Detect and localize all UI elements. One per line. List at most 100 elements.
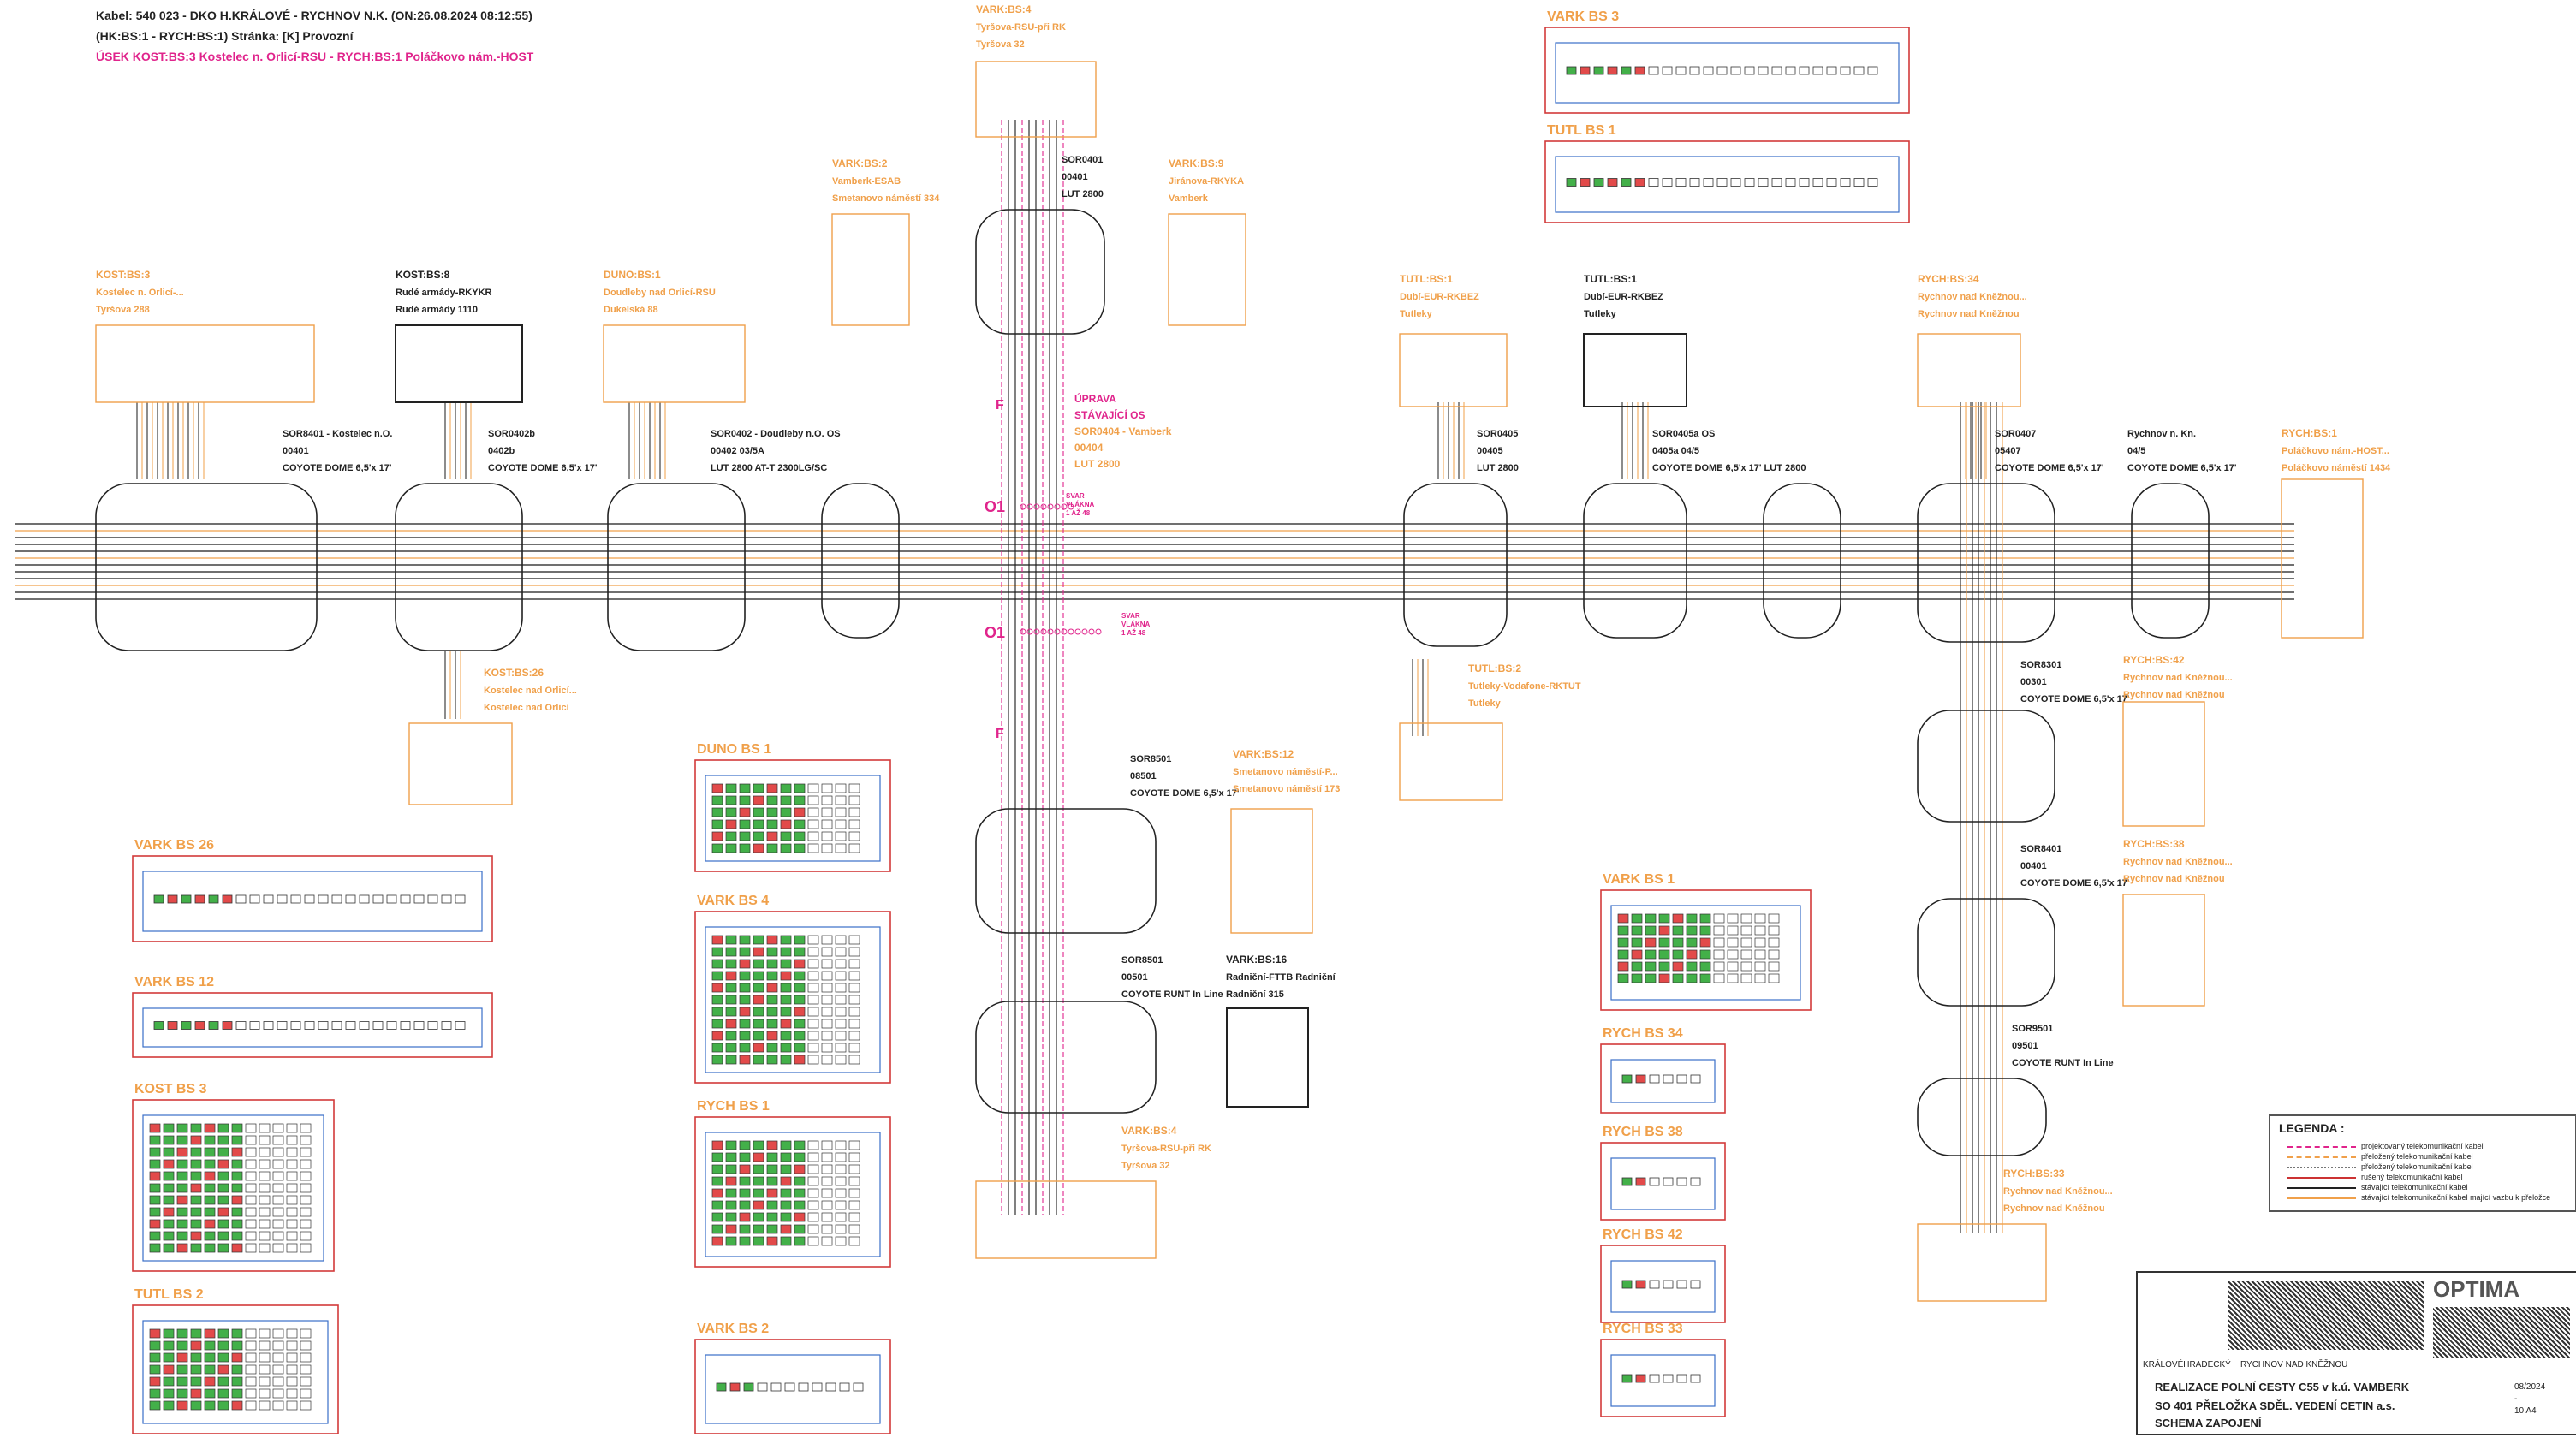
panel-port — [753, 947, 764, 957]
closure-type: COYOTE DOME 6,5'x 17' — [1995, 463, 2104, 473]
panel-port — [1768, 949, 1780, 960]
splice-dot — [1033, 628, 1040, 635]
panel-port — [835, 1212, 847, 1222]
panel-port — [794, 1140, 806, 1150]
panel-port — [766, 819, 778, 829]
panel-port — [739, 959, 751, 969]
closure-id: 00405 — [1477, 446, 1503, 456]
panel-port — [821, 947, 833, 957]
panel-port — [807, 1140, 819, 1150]
site-box — [1168, 213, 1246, 326]
panel-port — [835, 843, 847, 853]
splice-dot — [1054, 503, 1061, 510]
panel-port — [176, 1328, 188, 1339]
panel-port — [1645, 961, 1657, 972]
panel-port — [794, 983, 806, 993]
panel-port — [272, 1123, 284, 1133]
panel-port — [780, 1188, 792, 1198]
panel-port — [1645, 925, 1657, 936]
panel-port — [167, 894, 178, 904]
panel-port — [711, 947, 723, 957]
panel-port — [286, 1243, 298, 1253]
panel-port — [176, 1219, 188, 1229]
site-name: Doudleby nad Orlicí-RSU — [604, 288, 716, 298]
closure-name: SOR0402b — [488, 429, 535, 439]
panel-port — [821, 959, 833, 969]
panel-port — [1649, 1074, 1660, 1084]
site-box — [2122, 894, 2205, 1007]
panel-port — [766, 783, 778, 793]
panel-port — [848, 1019, 860, 1029]
panel-port — [286, 1376, 298, 1387]
panel-port — [272, 1207, 284, 1217]
panel-port — [821, 995, 833, 1005]
site-address: Kostelec nad Orlicí — [484, 703, 570, 713]
panel-title: VARK BS 1 — [1603, 872, 1675, 887]
panel-port — [217, 1171, 229, 1181]
panel-port — [286, 1135, 298, 1145]
panel-port — [217, 1243, 229, 1253]
panel-port — [386, 1021, 397, 1030]
panel-port — [163, 1159, 175, 1169]
legend-item: přeložený telekomunikační kabel — [2287, 1152, 2473, 1161]
panel-port — [835, 1152, 847, 1162]
panel-port — [725, 1031, 737, 1041]
panel-port — [711, 935, 723, 945]
panel-port — [204, 1123, 216, 1133]
panel-port — [725, 947, 737, 957]
panel-port — [739, 1152, 751, 1162]
panel-port — [1645, 937, 1657, 948]
panel-title: DUNO BS 1 — [697, 742, 771, 757]
panel-port — [794, 807, 806, 817]
panel-port — [204, 1376, 216, 1387]
site-name: Tyršova-RSU-při RK — [976, 22, 1066, 33]
panel-port — [835, 1007, 847, 1017]
panel-port — [780, 843, 792, 853]
panel-port — [1648, 178, 1659, 187]
panel-port — [848, 995, 860, 1005]
panel-port — [1621, 1074, 1633, 1084]
closure-name: SOR0405a OS — [1652, 429, 1715, 439]
panel-port — [848, 1200, 860, 1210]
panel-port — [400, 1021, 411, 1030]
panel-port — [345, 1021, 356, 1030]
panel-port — [194, 894, 205, 904]
panel-port — [794, 1188, 806, 1198]
panel-port — [1730, 66, 1741, 75]
panel-port — [807, 819, 819, 829]
panel-port — [739, 995, 751, 1005]
splice-dot — [1068, 628, 1074, 635]
scale-value: - — [2514, 1394, 2518, 1404]
panel-port — [1672, 913, 1684, 924]
panel-port — [149, 1159, 161, 1169]
panel-port — [725, 1055, 737, 1065]
panel-port — [455, 894, 466, 904]
legend-item: projektovaný telekomunikační kabel — [2287, 1142, 2484, 1150]
panel-port — [780, 1164, 792, 1174]
site-title: VARK:BS:2 — [832, 157, 888, 169]
panel-port — [217, 1376, 229, 1387]
panel-port — [725, 1152, 737, 1162]
panel-port — [286, 1183, 298, 1193]
panel-port — [1699, 913, 1711, 924]
panel-port — [290, 894, 301, 904]
panel-port — [1593, 66, 1604, 75]
panel-port — [835, 807, 847, 817]
panel-port — [835, 1043, 847, 1053]
panel-inner — [705, 775, 881, 862]
panel-port — [300, 1219, 312, 1229]
panel-port — [235, 1021, 247, 1030]
panel-port — [372, 894, 384, 904]
panel-port — [149, 1243, 161, 1253]
panel-port — [780, 1212, 792, 1222]
closure-name: SOR8401 - Kostelec n.O. — [283, 429, 392, 439]
patch-panel — [1600, 1043, 1726, 1114]
panel-port — [753, 1200, 764, 1210]
panel-port — [753, 959, 764, 969]
panel-port — [245, 1207, 257, 1217]
panel-port — [1716, 66, 1728, 75]
site-address: Rychnov nad Kněžnou — [2123, 690, 2225, 700]
site-name: Smetanovo náměstí-P... — [1233, 767, 1338, 777]
panel-port — [272, 1376, 284, 1387]
kraj-label: KRÁLOVÉHRADECKÝ — [2143, 1360, 2231, 1370]
